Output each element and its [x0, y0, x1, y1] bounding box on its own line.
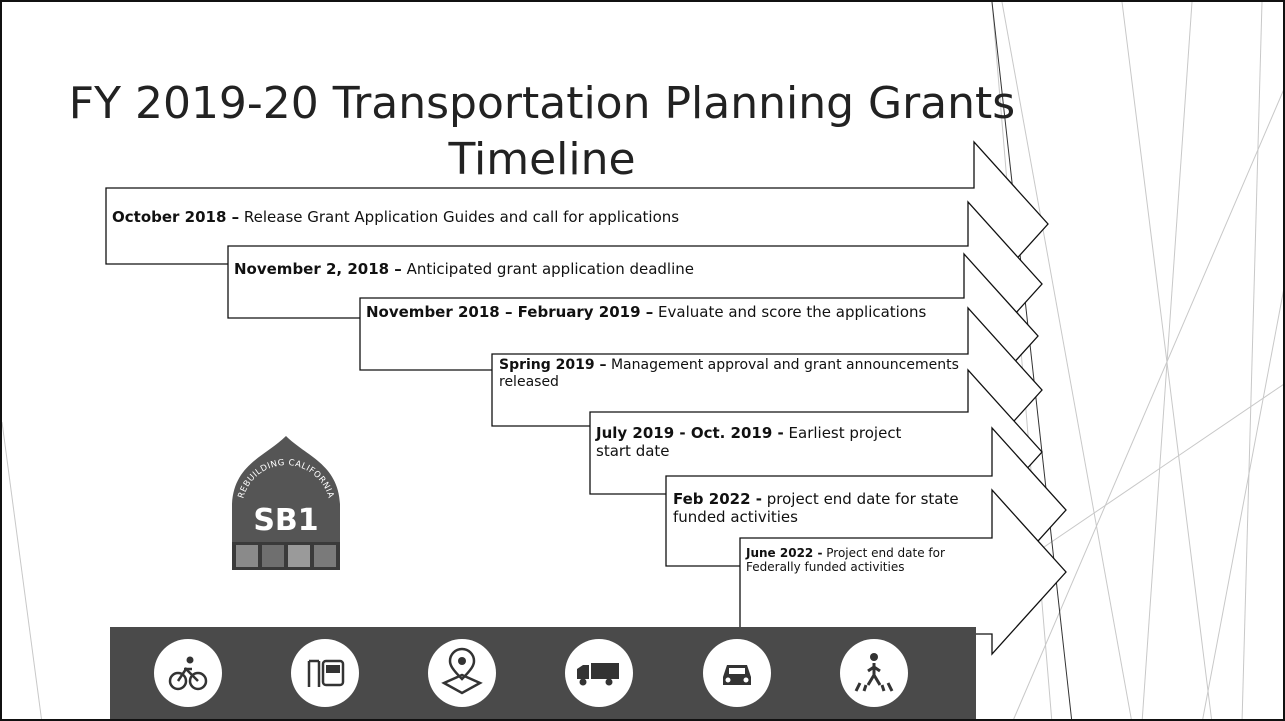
timeline-step-date: July 2019 - Oct. 2019 -	[596, 424, 784, 442]
timeline-step-text: project end date for state funded activi…	[673, 490, 959, 526]
timeline-step-1: October 2018 – Release Grant Application…	[112, 208, 972, 226]
timeline-step-date: November 2018 – February 2019 –	[366, 303, 654, 321]
timeline-step-3: November 2018 – February 2019 – Evaluate…	[366, 303, 956, 321]
car-icon	[703, 639, 771, 707]
timeline-step-text: Release Grant Application Guides and cal…	[239, 208, 680, 226]
timeline-step-text: Earliest project start date	[596, 424, 902, 460]
logo-label: SB1	[253, 503, 318, 538]
bicycle-icon	[154, 639, 222, 707]
timeline-step-text: Evaluate and score the applications	[653, 303, 927, 321]
timeline-step-2: November 2, 2018 – Anticipated grant app…	[234, 260, 964, 278]
timeline-step-date: Spring 2019 –	[499, 357, 607, 373]
map-pin-icon	[428, 639, 496, 707]
transportation-icon-bar	[110, 627, 976, 719]
slide-title-line2: Timeline	[448, 134, 636, 185]
pedestrian-crossing-icon	[840, 639, 908, 707]
timeline-step-date: November 2, 2018 –	[234, 260, 402, 278]
timeline-step-5: July 2019 - Oct. 2019 - Earliest project…	[596, 424, 936, 460]
bus-stop-icon	[291, 639, 359, 707]
truck-icon	[565, 639, 633, 707]
timeline-step-text: Management approval and grant announceme…	[499, 357, 959, 390]
timeline-step-text: Project end date for Federally funded ac…	[746, 546, 945, 575]
timeline-step-date: October 2018 –	[112, 208, 240, 226]
slide-title: FY 2019-20 Transportation Planning Grant…	[68, 78, 1016, 129]
timeline-step-4: Spring 2019 – Management approval and gr…	[499, 357, 959, 391]
timeline-step-text: Anticipated grant application deadline	[401, 260, 695, 278]
timeline-step-date: June 2022 -	[746, 546, 823, 560]
sb1-logo: REBUILDING CALIFORNIA SB1	[232, 436, 340, 570]
timeline-step-date: Feb 2022 -	[673, 490, 762, 508]
timeline-step-7: June 2022 - Project end date for Federal…	[746, 546, 976, 575]
timeline-step-6: Feb 2022 - project end date for state fu…	[673, 490, 963, 526]
